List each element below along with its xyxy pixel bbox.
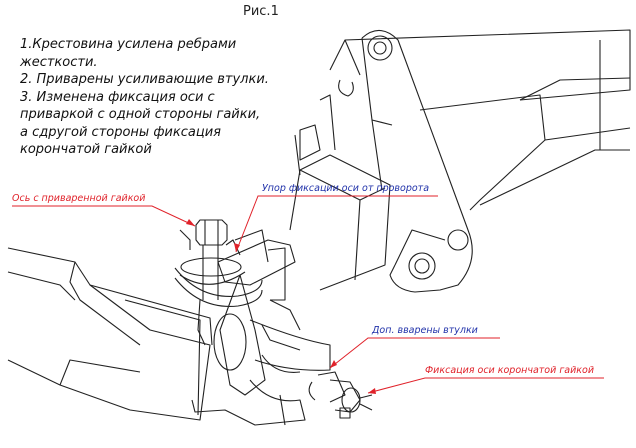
cross-member [174,229,331,426]
leader-axle [12,205,196,227]
leader-lines [12,195,604,394]
leader-rotation-stop [235,195,438,253]
leader-arrowheads [186,219,376,394]
note-item: 1.Крестовина усилена ребрами жесткости. [20,37,237,70]
figure-title: Рис.1 [243,4,279,19]
notes-list: 1.Крестовина усилена ребрами жесткости. … [20,36,269,159]
note-item: 2. Приварены усиливающие втулки. [20,72,269,87]
axle-welded-nut [179,219,246,300]
rear-housing [329,29,631,211]
callout-axle-welded-nut: Ось с приваренной гайкой [12,193,146,204]
castle-nut-assembly [308,371,373,419]
leader-bushings [329,337,500,369]
left-channel [7,247,213,421]
bracket-plate [338,29,473,293]
callout-extra-bushings: Доп. вварены втулки [372,325,478,336]
callout-rotation-stop: Упор фиксации оси от проворота [262,183,430,194]
callout-castle-nut-fix: Фиксация оси корончатой гайкой [425,365,595,376]
note-item: 3. Изменена фиксация оси с приваркой с о… [20,89,261,158]
leader-castle-nut [367,377,604,394]
main-beam [289,94,391,291]
reinforcing-ribs [179,229,301,331]
